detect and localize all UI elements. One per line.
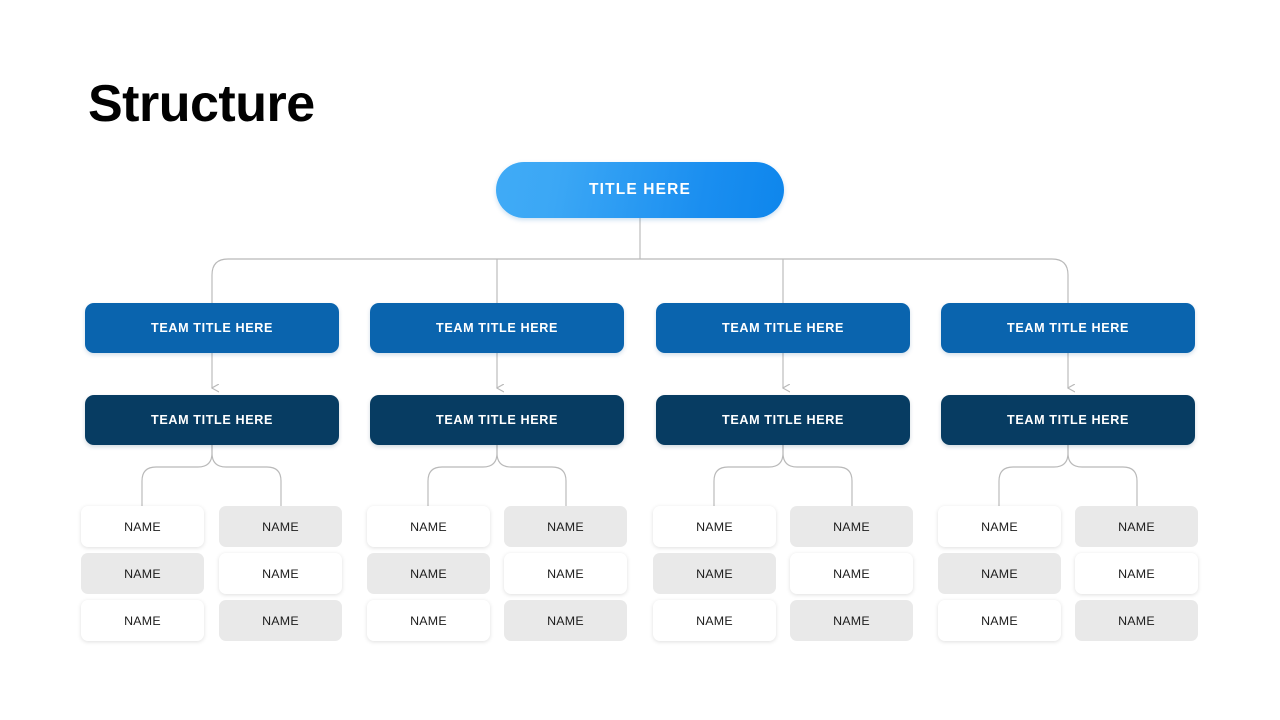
branch-4-tier-b-node[interactable]: TEAM TITLE HERE xyxy=(941,395,1195,445)
branch-3-bracket-right xyxy=(782,445,853,506)
branch-1-leaf-label-c2-r2: NAME xyxy=(262,566,299,581)
branch-4-leaf-c1-r1[interactable]: NAME xyxy=(938,506,1061,547)
branch-2-tier-b-label: TEAM TITLE HERE xyxy=(436,413,558,427)
branch-1-leaf-c2-r2[interactable]: NAME xyxy=(219,553,342,594)
branch-3-leaf-label-c1-r2: NAME xyxy=(696,566,733,581)
branch-4-leaf-c2-r1[interactable]: NAME xyxy=(1075,506,1198,547)
branch-1-leaf-c1-r2[interactable]: NAME xyxy=(81,553,204,594)
branch-3-leaf-label-c1-r3: NAME xyxy=(696,613,733,628)
branch-2-leaf-c2-r1[interactable]: NAME xyxy=(504,506,627,547)
branch-3-tier-b-node[interactable]: TEAM TITLE HERE xyxy=(656,395,910,445)
branch-1-leaf-label-c1-r3: NAME xyxy=(124,613,161,628)
branch-2-leaf-label-c1-r3: NAME xyxy=(410,613,447,628)
branch-1-leaf-c2-r1[interactable]: NAME xyxy=(219,506,342,547)
branch-3-tier-a-label: TEAM TITLE HERE xyxy=(722,321,844,335)
branch-1-tier-b-node[interactable]: TEAM TITLE HERE xyxy=(85,395,339,445)
branch-4-tier-a-node[interactable]: TEAM TITLE HERE xyxy=(941,303,1195,353)
branch-1-tier-b-label: TEAM TITLE HERE xyxy=(151,413,273,427)
branch-4-tier-a-label: TEAM TITLE HERE xyxy=(1007,321,1129,335)
branch-4-leaf-c1-r2[interactable]: NAME xyxy=(938,553,1061,594)
branch-3-leaf-label-c2-r1: NAME xyxy=(833,519,870,534)
branch-2-leaf-c1-r1[interactable]: NAME xyxy=(367,506,490,547)
branch-2-bracket-right xyxy=(496,445,567,506)
branch-2-leaf-c1-r2[interactable]: NAME xyxy=(367,553,490,594)
branch-4-leaf-label-c1-r3: NAME xyxy=(981,613,1018,628)
branch-2-tier-a-label: TEAM TITLE HERE xyxy=(436,321,558,335)
branch-2-leaf-c2-r3[interactable]: NAME xyxy=(504,600,627,641)
branch-4-leaf-label-c2-r2: NAME xyxy=(1118,566,1155,581)
branch-3-leaf-c1-r3[interactable]: NAME xyxy=(653,600,776,641)
branch-2-tier-b-node[interactable]: TEAM TITLE HERE xyxy=(370,395,624,445)
branch-4-bracket-left xyxy=(998,445,1069,506)
branch-3-leaf-c1-r2[interactable]: NAME xyxy=(653,553,776,594)
branch-4-bracket-right xyxy=(1067,445,1138,506)
branch-3-leaf-label-c2-r3: NAME xyxy=(833,613,870,628)
branch-2-leaf-c2-r2[interactable]: NAME xyxy=(504,553,627,594)
branch-1-bracket-left xyxy=(141,445,213,506)
branch-4-leaf-label-c1-r2: NAME xyxy=(981,566,1018,581)
branch-2-leaf-label-c2-r3: NAME xyxy=(547,613,584,628)
branch-2-leaf-label-c1-r1: NAME xyxy=(410,519,447,534)
root-node-label: TITLE HERE xyxy=(589,181,691,198)
branch-4-leaf-label-c1-r1: NAME xyxy=(981,519,1018,534)
branch-4-leaf-label-c2-r3: NAME xyxy=(1118,613,1155,628)
branch-2-leaf-label-c2-r2: NAME xyxy=(547,566,584,581)
branch-1-bracket-right xyxy=(211,445,282,506)
page-title: Structure xyxy=(88,75,315,133)
root-node[interactable]: TITLE HERE xyxy=(496,162,784,218)
branch-1-leaf-label-c1-r2: NAME xyxy=(124,566,161,581)
branch-1-leaf-label-c1-r1: NAME xyxy=(124,519,161,534)
branch-2-tier-a-node[interactable]: TEAM TITLE HERE xyxy=(370,303,624,353)
branch-3-leaf-c2-r2[interactable]: NAME xyxy=(790,553,913,594)
branch-1-leaf-c1-r3[interactable]: NAME xyxy=(81,600,204,641)
branch-4-leaf-c2-r3[interactable]: NAME xyxy=(1075,600,1198,641)
branch-4-tier-b-label: TEAM TITLE HERE xyxy=(1007,413,1129,427)
branch-4-leaf-c1-r3[interactable]: NAME xyxy=(938,600,1061,641)
branch-1-leaf-label-c2-r3: NAME xyxy=(262,613,299,628)
branch-3-tier-a-node[interactable]: TEAM TITLE HERE xyxy=(656,303,910,353)
branch-3-leaf-c2-r1[interactable]: NAME xyxy=(790,506,913,547)
branch-3-leaf-label-c2-r2: NAME xyxy=(833,566,870,581)
branch-1-leaf-c2-r3[interactable]: NAME xyxy=(219,600,342,641)
root-bus xyxy=(211,258,1069,303)
branch-3-leaf-c2-r3[interactable]: NAME xyxy=(790,600,913,641)
branch-2-bracket-left xyxy=(427,445,498,506)
branch-2-leaf-c1-r3[interactable]: NAME xyxy=(367,600,490,641)
branch-1-leaf-c1-r1[interactable]: NAME xyxy=(81,506,204,547)
branch-1-tier-a-label: TEAM TITLE HERE xyxy=(151,321,273,335)
branch-1-leaf-label-c2-r1: NAME xyxy=(262,519,299,534)
branch-4-leaf-c2-r2[interactable]: NAME xyxy=(1075,553,1198,594)
branch-3-leaf-label-c1-r1: NAME xyxy=(696,519,733,534)
branch-3-leaf-c1-r1[interactable]: NAME xyxy=(653,506,776,547)
branch-1-tier-a-node[interactable]: TEAM TITLE HERE xyxy=(85,303,339,353)
branch-3-bracket-left xyxy=(713,445,784,506)
branch-3-tier-b-label: TEAM TITLE HERE xyxy=(722,413,844,427)
branch-2-leaf-label-c1-r2: NAME xyxy=(410,566,447,581)
branch-4-leaf-label-c2-r1: NAME xyxy=(1118,519,1155,534)
branch-2-leaf-label-c2-r1: NAME xyxy=(547,519,584,534)
